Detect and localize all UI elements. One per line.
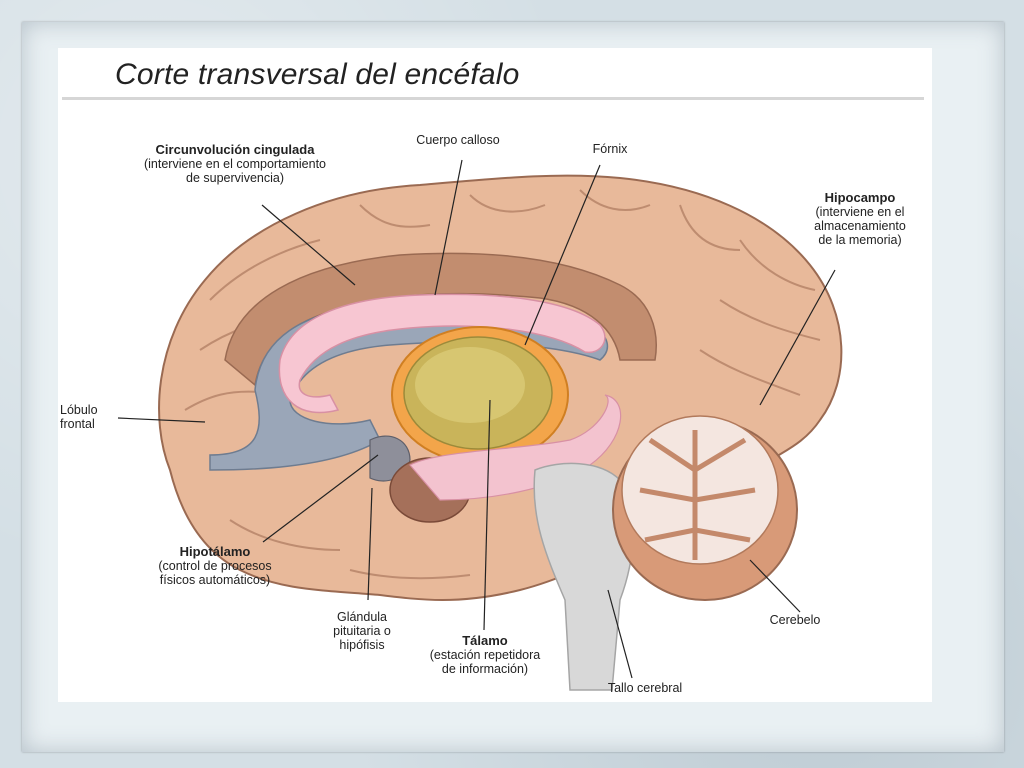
label-tallo-cerebral: Tallo cerebral bbox=[590, 681, 700, 695]
glandula-line2: pituitaria o bbox=[333, 624, 391, 638]
glandula-line1: Glándula bbox=[336, 610, 388, 624]
glandula-line3: hipófisis bbox=[339, 638, 385, 652]
hipocampo-desc-line3: de la memoria) bbox=[818, 233, 902, 247]
hipocampo-desc-line2: almacenamiento bbox=[814, 219, 906, 233]
thalamus-highlight bbox=[415, 347, 525, 423]
hipocampo-title: Hipocampo bbox=[824, 190, 896, 205]
label-cerebelo: Cerebelo bbox=[755, 613, 835, 627]
label-hipocampo: Hipocampo (interviene en el almacenamien… bbox=[790, 190, 930, 248]
label-talamo: Tálamo (estación repetidora de informaci… bbox=[405, 633, 565, 677]
label-hipotalamo: Hipotálamo (control de procesos físicos … bbox=[130, 544, 300, 588]
label-cuerpo-calloso: Cuerpo calloso bbox=[398, 133, 518, 147]
cerebellum-inner bbox=[621, 415, 779, 565]
hipotalamo-desc-line2: físicos automáticos) bbox=[159, 573, 271, 587]
label-lobulo-frontal: Lóbulo frontal bbox=[60, 403, 120, 431]
talamo-desc-line2: de información) bbox=[441, 662, 529, 676]
label-fornix: Fórnix bbox=[580, 142, 640, 156]
hipotalamo-title: Hipotálamo bbox=[179, 544, 251, 559]
tallo-title: Tallo cerebral bbox=[607, 681, 683, 695]
cingulada-desc-line1: (interviene en el comportamiento bbox=[143, 157, 327, 171]
fornix-title: Fórnix bbox=[592, 142, 628, 156]
corpus-callosum-shape bbox=[278, 293, 606, 414]
cingulada-title: Circunvolución cingulada bbox=[155, 142, 315, 157]
lobulo-line2: frontal bbox=[60, 417, 95, 431]
slide-title: Corte transversal del encéfalo bbox=[115, 58, 520, 91]
cerebellum-arbor-vitae bbox=[639, 430, 756, 560]
hipotalamo-desc-line1: (control de procesos bbox=[158, 559, 272, 573]
talamo-title: Tálamo bbox=[462, 633, 508, 648]
lobulo-line1: Lóbulo bbox=[60, 403, 98, 417]
cingulada-desc-line2: de supervivencia) bbox=[186, 171, 284, 185]
pointer-lines bbox=[117, 159, 836, 679]
label-circunvolucion-cingulada: Circunvolución cingulada (interviene en … bbox=[108, 142, 362, 186]
label-glandula-pituitaria: Glándula pituitaria o hipófisis bbox=[322, 610, 402, 652]
talamo-desc-line1: (estación repetidora bbox=[429, 648, 541, 662]
hipocampo-desc-line1: (interviene en el bbox=[815, 205, 905, 219]
cerebelo-title: Cerebelo bbox=[769, 613, 821, 627]
title-divider bbox=[62, 97, 924, 100]
calloso-title: Cuerpo calloso bbox=[416, 133, 500, 147]
